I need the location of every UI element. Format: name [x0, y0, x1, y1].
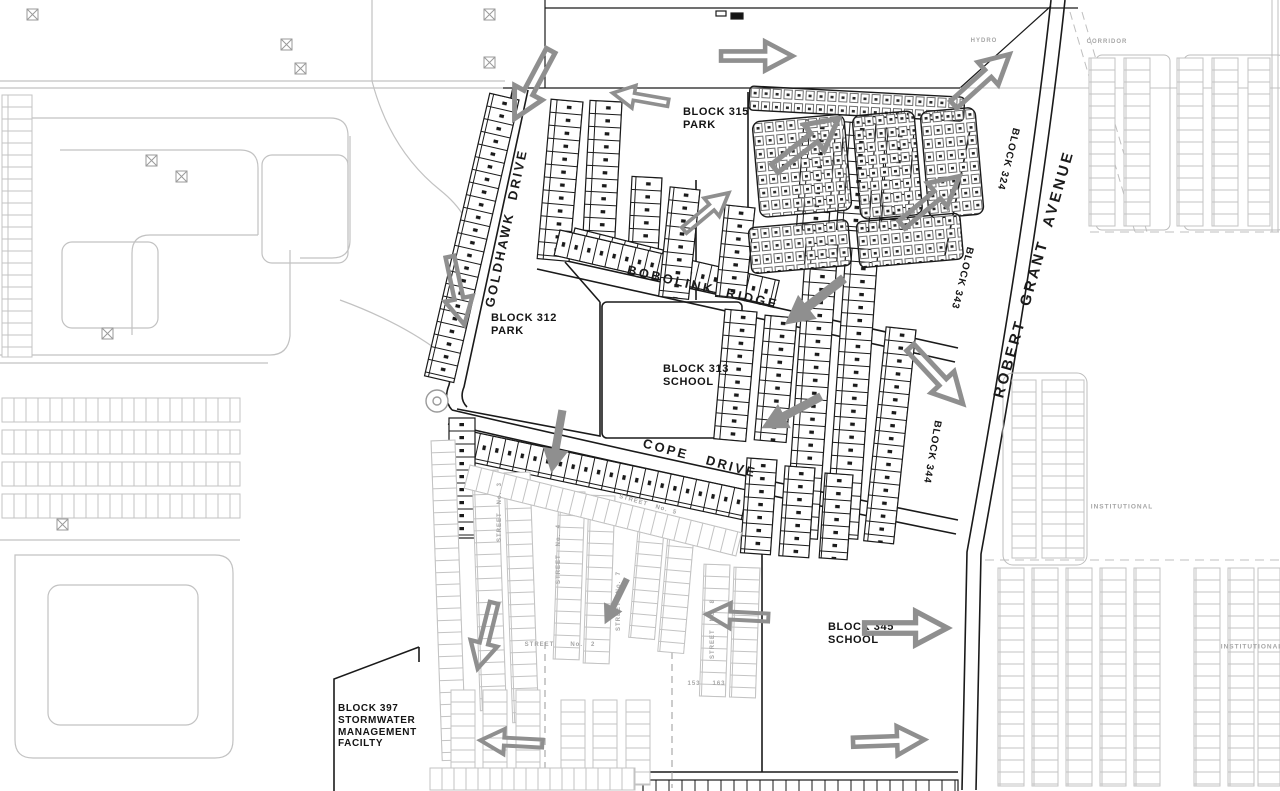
existing-lot-rows	[1, 94, 241, 519]
label-street-no-2: STREET No. 2	[524, 642, 596, 648]
label-hydro: HYDRO	[970, 38, 998, 44]
direction-arrow	[702, 598, 772, 633]
direction-arrow	[849, 722, 930, 761]
label-block-345-school: BLOCK 345 SCHOOL	[828, 621, 894, 646]
label-block-312-park: BLOCK 312 PARK	[491, 312, 557, 337]
label-lot-153: 153	[687, 681, 701, 687]
future-lot-bands-south	[429, 439, 761, 791]
label-street-no-4: STREET No. 4	[556, 523, 562, 585]
direction-arrow	[772, 261, 858, 340]
direction-arrow	[460, 596, 511, 674]
future-lot-bands-east	[997, 54, 1280, 787]
label-lot-163: 163	[712, 681, 726, 687]
existing-neighbourhood-linework	[0, 0, 505, 759]
direction-arrow	[497, 39, 570, 130]
label-corridor: CORRIDOR	[1086, 39, 1128, 45]
direction-arrow	[718, 37, 798, 75]
direction-arrow	[608, 79, 673, 118]
direction-arrow	[887, 161, 973, 242]
direction-arrow	[939, 39, 1024, 121]
direction-arrow	[535, 405, 579, 478]
townhouse-blocks	[747, 85, 985, 275]
label-block-315-park: BLOCK 315 PARK	[683, 106, 749, 131]
roundabout	[425, 389, 449, 413]
label-block-313-school: BLOCK 313 SCHOOL	[663, 363, 729, 388]
direction-arrow	[432, 250, 483, 330]
direction-arrow	[476, 724, 546, 759]
label-street-no-3: STREET No. 3	[497, 481, 503, 543]
survey-marker-symbols	[26, 8, 496, 531]
subject-lot-bands	[423, 92, 959, 791]
direction-arrow	[673, 181, 740, 244]
direction-arrow	[752, 380, 832, 445]
direction-arrow	[894, 332, 978, 419]
label-block-397-stormwater: BLOCK 397 STORMWATER MANAGEMENT FACILTY	[338, 703, 417, 750]
label-institutional-bottom: INSTITUTIONAL	[1220, 643, 1280, 651]
direction-arrow	[861, 606, 953, 650]
direction-arrow	[759, 101, 852, 186]
label-institutional-mid: INSTITUTIONAL	[1090, 503, 1154, 511]
direction-arrow	[592, 571, 639, 631]
